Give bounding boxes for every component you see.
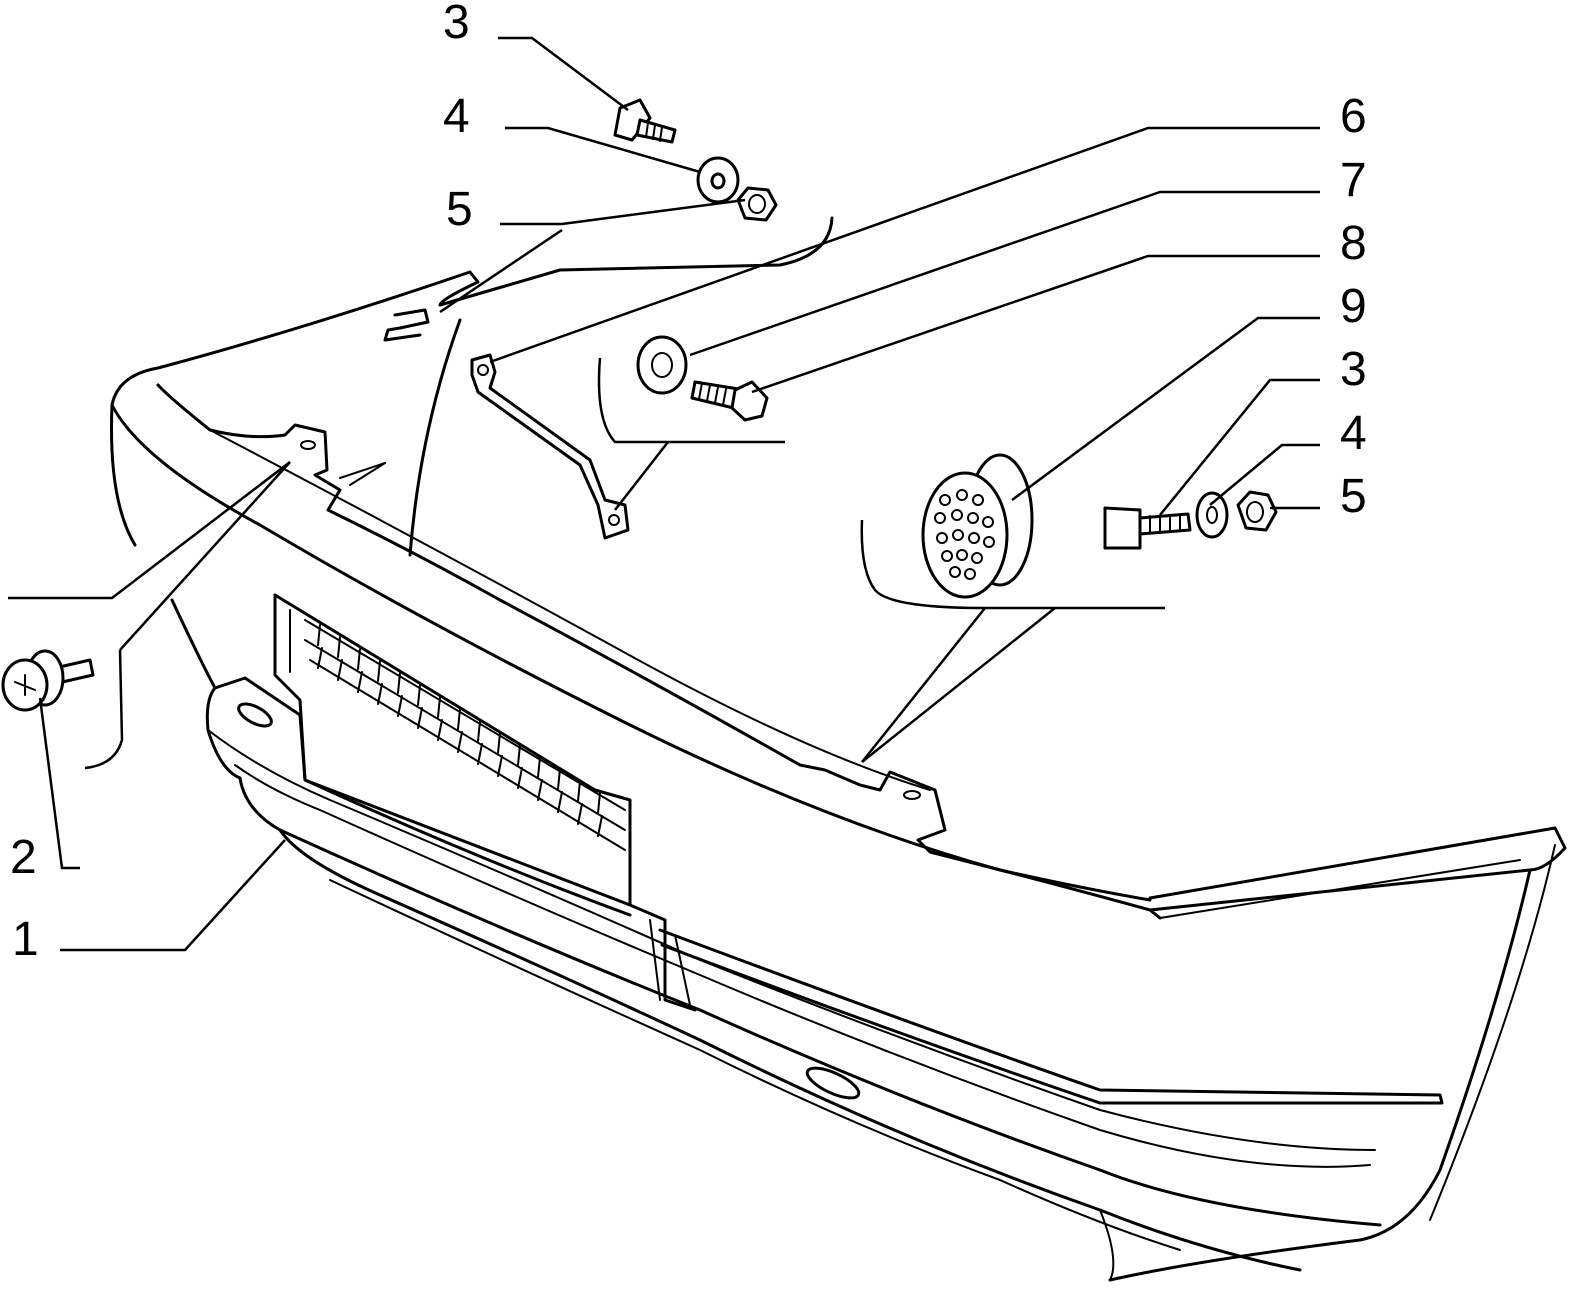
multipin-connector — [921, 453, 1034, 599]
callout-3-right: 3 — [1340, 343, 1367, 396]
callout-6: 6 — [1340, 90, 1367, 143]
reflector-slot-left — [237, 702, 273, 728]
callout-3-top: 3 — [443, 0, 470, 49]
square-head-bolt-right — [1103, 506, 1192, 550]
nut-right — [1236, 490, 1278, 532]
callout-9: 9 — [1340, 280, 1367, 333]
callout-labels: 3 4 5 6 7 8 9 3 4 5 2 1 — [10, 0, 1367, 966]
callout-7: 7 — [1340, 154, 1367, 207]
hex-bolt — [690, 380, 769, 422]
rear-bumper — [110, 216, 1567, 1282]
callout-4-top: 4 — [443, 90, 470, 143]
callout-1: 1 — [12, 913, 39, 966]
callout-2: 2 — [10, 831, 37, 884]
callout-5-right: 5 — [1340, 470, 1367, 523]
callout-4-right: 4 — [1340, 407, 1367, 460]
reflector-slot-right — [805, 1066, 861, 1100]
retaining-clip — [383, 308, 430, 342]
grille — [304, 619, 626, 851]
leader-lines — [8, 36, 1320, 952]
square-head-bolt-top — [613, 98, 677, 144]
mounting-bracket — [470, 353, 630, 540]
callout-5-top: 5 — [446, 183, 473, 236]
washer-right — [1195, 491, 1229, 539]
screw-with-washer — [1, 649, 95, 712]
callout-8: 8 — [1340, 217, 1367, 270]
washer-top — [696, 156, 740, 204]
nut-top — [736, 186, 778, 222]
toothed-washer — [636, 335, 688, 395]
